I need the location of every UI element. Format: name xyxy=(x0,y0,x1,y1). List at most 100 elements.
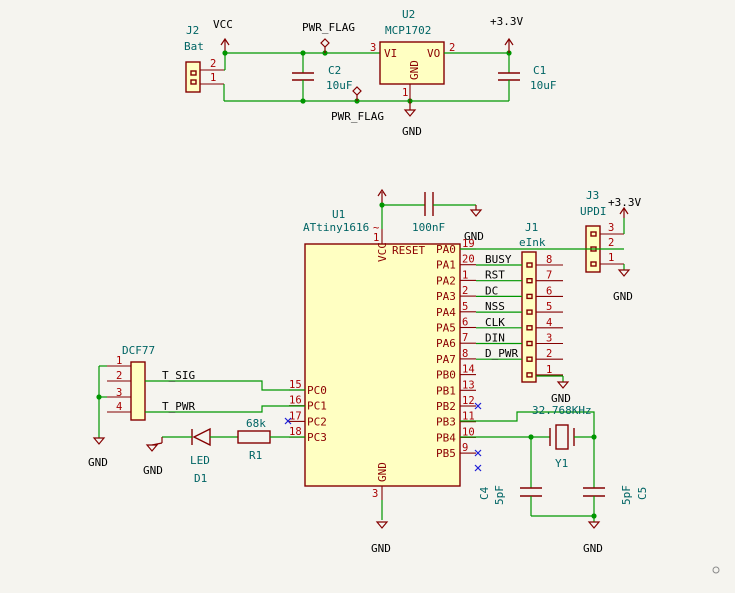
u1-gnd-name: GND xyxy=(376,462,389,482)
v33-label-top: +3.3V xyxy=(490,15,523,28)
j2-connector[interactable] xyxy=(185,61,201,93)
u1-pin-num-pa4: 5 xyxy=(462,301,468,313)
pwr-flag-top-label: PWR_FLAG xyxy=(302,21,355,34)
net-label-din: DIN xyxy=(485,332,505,345)
u1-pin-name-pb0: PB0 xyxy=(436,369,456,382)
net-label-busy: BUSY xyxy=(485,253,512,266)
gnd-label-j1: GND xyxy=(551,392,571,405)
gnd-label-crystal: GND xyxy=(583,542,603,555)
j3-pin-3: 3 xyxy=(608,222,614,234)
u1-pin-num-pb3: 11 xyxy=(462,411,475,423)
gnd-label-j3: GND xyxy=(613,290,633,303)
u1-pin-num-pa6: 7 xyxy=(462,332,468,344)
c4-capacitor[interactable]: C4 5pF xyxy=(478,437,542,516)
u1-reset-pin-marker: ~ xyxy=(373,222,379,234)
u1-pin-name-pb1: PB1 xyxy=(436,384,456,397)
u1-pin-num-pb1: 13 xyxy=(462,379,475,391)
t-sig-label: T_SIG xyxy=(162,369,195,382)
pwr-flag-bottom: PWR_FLAG xyxy=(331,86,384,123)
c3-value: 100nF xyxy=(412,221,445,234)
c4-ref: C4 xyxy=(478,486,491,500)
y1-value: 32.768KHz xyxy=(532,404,592,417)
j3-value: UPDI xyxy=(580,205,607,218)
u1-pin-name-pc0: PC0 xyxy=(307,384,327,397)
u1-vcc-num: 1 xyxy=(373,232,379,244)
net-label-nss: NSS xyxy=(485,300,505,313)
net-label-d-pwr: D_PWR xyxy=(485,347,518,360)
j3-pin-1: 1 xyxy=(608,252,614,264)
j2-pin-2: 2 xyxy=(210,58,216,70)
u2-pin-3: 3 xyxy=(370,42,376,54)
dcf77-pin-3: 3 xyxy=(116,387,122,399)
u1-pin-num-pa1: 20 xyxy=(462,254,475,266)
gnd-symbol-u1: GND xyxy=(371,500,391,555)
c1-capacitor[interactable]: C1 10uF xyxy=(410,53,557,102)
c2-value: 10uF xyxy=(326,79,353,92)
dcf77-value: DCF77 xyxy=(122,344,155,357)
u1-value: ATtiny1616 xyxy=(303,221,369,234)
y1-ref: Y1 xyxy=(555,457,568,470)
j1-pin-6: 6 xyxy=(546,285,552,297)
no-connect-pc2 xyxy=(284,417,292,425)
j1-pin-1: 1 xyxy=(546,364,552,376)
gnd-symbol-j3: GND xyxy=(613,264,633,303)
j1-pin-2: 2 xyxy=(546,348,552,360)
u1-pin-name-pa1: PA1 xyxy=(436,259,456,272)
j1-ref: J1 xyxy=(525,221,538,234)
u1-pin-name-pa7: PA7 xyxy=(436,353,456,366)
j1-pin-4: 4 xyxy=(546,317,552,329)
pwr-flag-bottom-label: PWR_FLAG xyxy=(331,110,384,123)
c5-capacitor[interactable]: 5pF C5 xyxy=(583,437,649,516)
u2-pin-gnd: GND xyxy=(408,60,421,80)
r1-resistor[interactable]: 68k R1 xyxy=(237,417,271,462)
u1-pin-name-pa0: PA0 xyxy=(436,243,456,256)
d1-led[interactable]: LED D1 xyxy=(190,427,211,485)
u1-pin-num-pb0: 14 xyxy=(462,364,475,376)
gnd-symbol-dcf77: GND xyxy=(88,437,108,469)
u1-pin-num-pa0: 19 xyxy=(462,238,475,250)
gnd-label-u2: GND xyxy=(402,125,422,138)
u2-pin-2: 2 xyxy=(449,42,455,54)
u2-pin-vi: VI xyxy=(384,47,397,60)
u1-pin-name-pc1: PC1 xyxy=(307,400,327,413)
vcc-label: VCC xyxy=(213,18,233,31)
u1-pin-name-pa4: PA4 xyxy=(436,306,456,319)
y1-crystal[interactable]: Y1 xyxy=(549,424,575,470)
pwr-flag-top: PWR_FLAG xyxy=(302,21,355,53)
c2-capacitor[interactable]: C2 10uF xyxy=(292,53,353,101)
u1-pin-name-pa2: PA2 xyxy=(436,274,456,287)
c1-ref: C1 xyxy=(533,64,546,77)
u1-ref: U1 xyxy=(332,208,345,221)
gnd-symbol-j1: GND xyxy=(536,375,571,405)
net-label-rst: RST xyxy=(485,269,505,282)
j1-value: eInk xyxy=(519,236,546,249)
j3-pin-2: 2 xyxy=(608,237,614,249)
no-connect-pb4 xyxy=(474,449,482,457)
mcu-section: 100nF GND U1 ATtiny1616 ~ VCC 1 RESET GN… xyxy=(289,188,484,555)
c3-capacitor[interactable]: 100nF xyxy=(412,192,476,234)
u1-pin-num-pb4: 10 xyxy=(462,426,475,438)
u2-pin-1: 1 xyxy=(402,87,408,99)
u2-regulator[interactable]: U2 MCP1702 VI VO GND 3 2 1 xyxy=(370,8,455,101)
u1-pin-name-pc3: PC3 xyxy=(307,431,327,444)
gnd-symbol-u2: GND xyxy=(402,101,422,138)
u1-pin-name-pb4: PB4 xyxy=(436,431,456,444)
u1-pin-num-pb5: 9 xyxy=(462,442,468,454)
j1-pin-5: 5 xyxy=(546,301,552,313)
gnd-label-u1: GND xyxy=(371,542,391,555)
gnd-symbol-crystal: GND xyxy=(583,516,603,555)
u2-value: MCP1702 xyxy=(385,24,431,37)
u1-pin-name-pa3: PA3 xyxy=(436,290,456,303)
u1-pin-name-pa6: PA6 xyxy=(436,337,456,350)
dcf77-connector[interactable]: DCF77 1 2 3 4 xyxy=(107,344,155,421)
u1-pin-name-pb3: PB3 xyxy=(436,416,456,429)
sheet-origin-marker xyxy=(712,566,720,574)
u1-pin-num-pc0: 15 xyxy=(289,379,302,391)
c5-value: 5pF xyxy=(620,485,633,505)
d1-ref: D1 xyxy=(194,472,207,485)
c4-value: 5pF xyxy=(493,485,506,505)
